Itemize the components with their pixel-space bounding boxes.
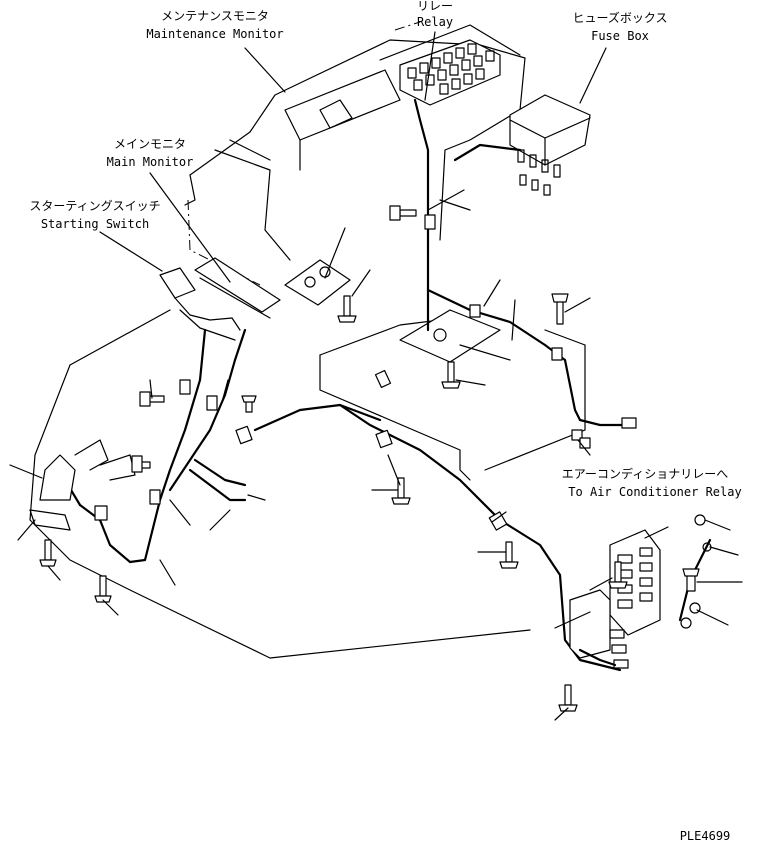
ac-relay-connectors — [571, 417, 637, 449]
drawing-number: PLE4699 — [679, 829, 731, 843]
main-monitor-label: Main Monitor — [106, 155, 194, 169]
starting-switch-label: Starting Switch — [40, 217, 150, 231]
air-conditioner-relay-label-jp: エアーコンディショナリレーへ — [561, 467, 729, 481]
leader-lines — [9, 31, 743, 721]
relay-block — [399, 39, 501, 242]
relay-label-jp: リレー — [416, 0, 453, 13]
maintenance-monitor-label: Maintenance Monitor — [146, 27, 284, 41]
fuse-box — [453, 94, 591, 196]
clamps — [94, 214, 563, 531]
main-monitor — [194, 257, 351, 319]
fuse-box-label: Fuse Box — [591, 29, 649, 43]
starting-switch — [159, 267, 241, 341]
starting-switch-label-jp: スターティングスイッチ — [29, 199, 161, 213]
floor-frame — [29, 309, 586, 659]
relay-label: Relay — [416, 15, 454, 29]
left-bracket — [29, 439, 136, 531]
center-bracket — [399, 238, 582, 422]
air-conditioner-relay-label: To Air Conditioner Relay — [568, 485, 742, 499]
fuse-box-label-jp: ヒューズボックス — [572, 11, 668, 25]
maintenance-monitor-label-jp: メンテナンスモニタ — [161, 9, 269, 23]
main-harness — [58, 328, 622, 672]
main-monitor-label-jp: メインモニタ — [113, 137, 186, 151]
